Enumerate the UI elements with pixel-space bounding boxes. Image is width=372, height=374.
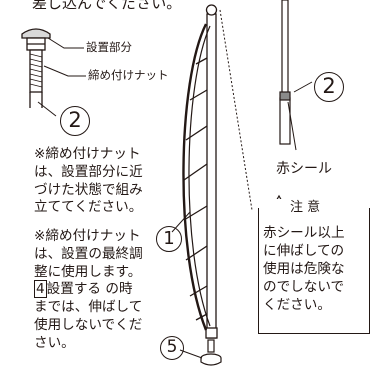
warning-box xyxy=(258,208,370,334)
part-number-2-left: 2 xyxy=(60,106,90,136)
note-1-line: づけた状態で組み xyxy=(34,181,143,198)
note-1-line: は、設置部分に近 xyxy=(34,163,143,180)
part-number-2-right: 2 xyxy=(314,72,344,102)
nut-leader xyxy=(43,65,86,77)
note-1-line: ※締め付けナット xyxy=(34,146,141,162)
extension-pipe-illustration xyxy=(279,0,291,145)
note-2-line: は、設置の最終調 xyxy=(34,245,143,262)
note-2-line: ※締め付けナット xyxy=(34,228,141,244)
red-seal-label: 赤シール xyxy=(276,161,332,177)
note-1-line: 立ててください。 xyxy=(34,199,143,216)
n5-leader xyxy=(179,349,203,359)
frame-illustration xyxy=(182,4,253,339)
note-2-line: 使用しないでくだ xyxy=(34,316,143,333)
mount-label: 設置部分 xyxy=(86,40,132,54)
warning-line: 使用は危険な xyxy=(263,261,345,277)
part-number-5: 5 xyxy=(160,336,184,360)
warning-line: のでしないで xyxy=(263,279,345,295)
warning-line: 赤シール以上 xyxy=(263,225,345,241)
note-2-line: までは、伸ばして xyxy=(34,299,143,316)
base-foot-illustration xyxy=(200,339,222,366)
bolt-illustration xyxy=(21,28,51,108)
red-seal-mark xyxy=(279,91,291,101)
mount-leader xyxy=(47,37,84,49)
warning-line: ください。 xyxy=(263,297,331,313)
note-2-line: 整に使用します。 xyxy=(34,263,142,280)
warning-text: 赤シール以上 に伸ばしての 使用は危険な のでしないで ください。 xyxy=(263,224,345,314)
step-number-box: 4 xyxy=(34,280,47,299)
red-seal-leader xyxy=(287,101,297,151)
note-2-line: さい。 xyxy=(34,334,75,351)
warning-line: に伸ばしての xyxy=(263,243,345,259)
n2-right-leader xyxy=(293,81,313,93)
n2-left-leader xyxy=(37,101,57,117)
part-number-1: 1 xyxy=(156,226,182,252)
top-caption: 差し込んでください。 xyxy=(32,0,182,12)
nut-label: 締め付けナット xyxy=(88,68,169,82)
note-1: ※締め付けナット は、設置部分に近 づけた状態で組み 立ててください。 xyxy=(34,146,143,217)
note-2-step-text: 設置する の時 xyxy=(46,281,133,298)
warning-title: 注 意 xyxy=(262,199,324,216)
